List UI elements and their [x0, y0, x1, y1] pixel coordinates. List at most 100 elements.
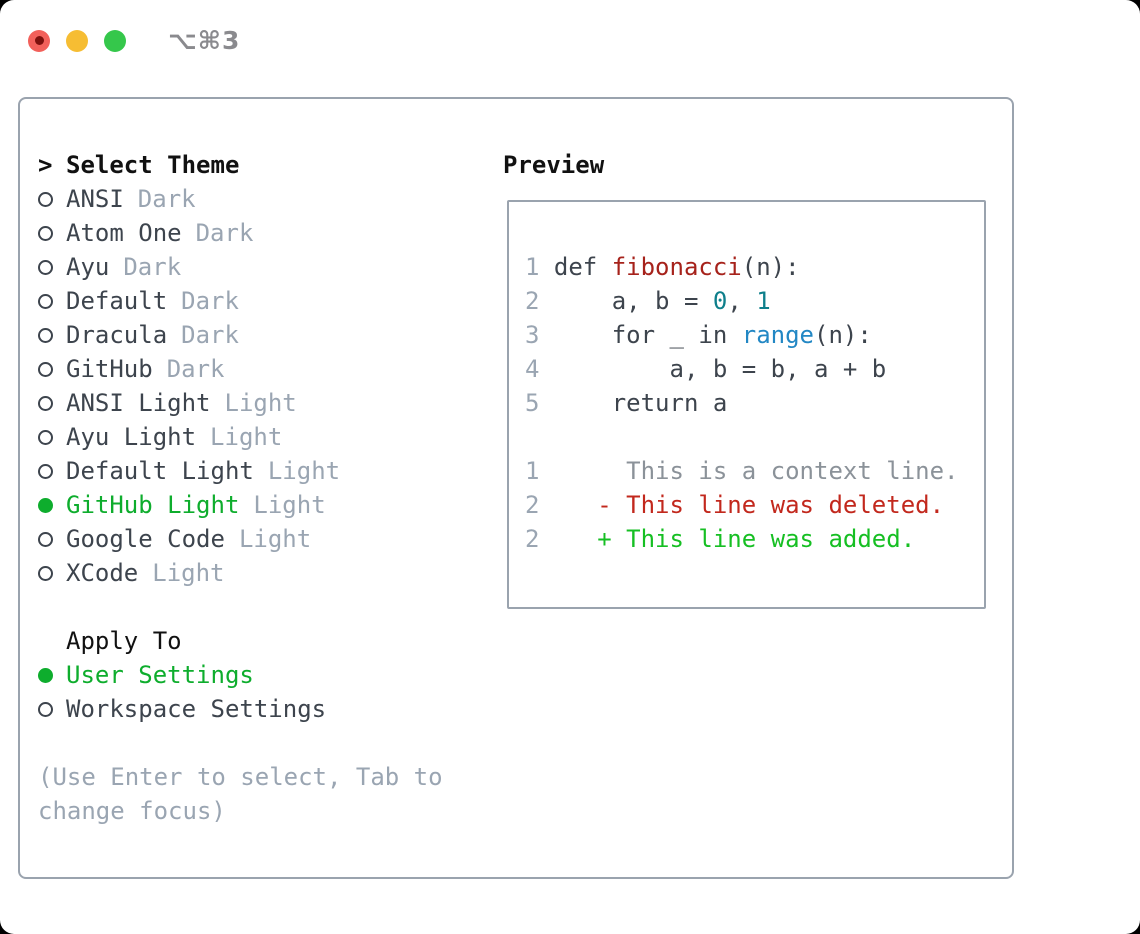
preview-code-line: [525, 420, 984, 454]
option-name: Google Code: [66, 525, 225, 553]
line-number: 1: [525, 253, 540, 281]
help-text-line: (Use Enter to select, Tab to: [38, 763, 443, 791]
option-name: GitHub Light: [66, 491, 240, 519]
theme-option-atom-one[interactable]: Atom One Dark: [38, 216, 443, 250]
apply-option-user-settings[interactable]: User Settings: [38, 658, 443, 692]
theme-option-xcode[interactable]: XCode Light: [38, 556, 443, 590]
code-segment-code: (n):: [814, 321, 872, 349]
radio-icon: [38, 293, 53, 309]
option-variant: Dark: [137, 185, 196, 213]
option-variant: Dark: [181, 287, 239, 315]
line-content: This is a context line.: [539, 457, 958, 485]
line-number: 4: [525, 355, 540, 383]
preview-code-line: 3 for _ in range(n):: [525, 318, 984, 352]
code-segment-func: fibonacci: [611, 253, 742, 281]
prompt-icon: >: [38, 151, 53, 179]
preview-title: Preview: [503, 151, 605, 179]
option-variant: Light: [152, 559, 225, 587]
help-text-line: change focus): [38, 797, 226, 825]
option-variant: Dark: [181, 321, 239, 349]
radio-icon: [38, 191, 53, 207]
code-segment-code: return a: [553, 389, 728, 417]
line-number: 3: [525, 321, 540, 349]
option-name: Default: [66, 287, 168, 315]
code-segment-added: + This line was added.: [553, 525, 916, 553]
preview-code-line: 4 a, b = b, a + b: [525, 352, 984, 386]
line-content: + This line was added.: [539, 525, 915, 553]
select-theme-header: > Select Theme: [38, 148, 443, 182]
preview-code-line: 2 - This line was deleted.: [525, 488, 984, 522]
minimize-button[interactable]: [66, 29, 88, 52]
code-segment-builtin: range: [741, 321, 814, 349]
option-name: Atom One: [66, 219, 182, 247]
code-segment-num: 0: [712, 287, 728, 315]
radio-icon: [38, 531, 53, 547]
close-dot-icon: [34, 36, 44, 45]
theme-option-dracula[interactable]: Dracula Dark: [38, 318, 443, 352]
window-shortcut-label: ⌥⌘3: [168, 26, 241, 55]
code-segment-code: (n):: [741, 253, 800, 281]
spacer: [38, 590, 443, 624]
theme-option-ansi-light[interactable]: ANSI Light Light: [38, 386, 443, 420]
option-variant: Dark: [166, 355, 225, 383]
option-name: GitHub: [66, 355, 153, 383]
option-name: ANSI Light: [66, 389, 211, 417]
preview-code-line: 2 a, b = 0, 1: [525, 284, 984, 318]
preview-code-line: 1 This is a context line.: [525, 454, 984, 488]
theme-option-ayu-light[interactable]: Ayu Light Light: [38, 420, 443, 454]
option-variant: Light: [224, 389, 297, 417]
line-number: 2: [525, 287, 540, 315]
line-number: 5: [525, 389, 540, 417]
radio-icon: [38, 225, 53, 241]
line-content: a, b = b, a + b: [539, 355, 887, 383]
theme-option-default-light[interactable]: Default Light Light: [38, 454, 443, 488]
line-number: 1: [525, 457, 540, 485]
radio-selected-icon: [38, 497, 53, 513]
radio-icon: [38, 395, 53, 411]
apply-to-list: User Settings Workspace Settings: [38, 658, 443, 726]
code-segment-context: This is a context line.: [553, 457, 959, 485]
line-content: def fibonacci(n):: [539, 253, 800, 281]
theme-picker-panel: > Select Theme ANSI Dark Atom One Dark A…: [18, 97, 1014, 879]
option-name: Default Light: [66, 457, 254, 485]
radio-icon: [38, 259, 53, 275]
apply-to-title: Apply To: [66, 627, 182, 655]
option-name: XCode: [66, 559, 139, 587]
titlebar: ⌥⌘3: [28, 26, 240, 55]
radio-icon: [38, 429, 53, 445]
option-name: ANSI: [66, 185, 124, 213]
code-segment-code: a, b = b, a + b: [553, 355, 887, 383]
option-name: Dracula: [66, 321, 168, 349]
option-variant: Dark: [123, 253, 182, 281]
radio-selected-icon: [38, 667, 53, 683]
option-variant: Light: [267, 457, 341, 485]
apply-option-workspace-settings[interactable]: Workspace Settings: [38, 692, 443, 726]
theme-option-ansi[interactable]: ANSI Dark: [38, 182, 443, 216]
theme-option-google-code[interactable]: Google Code Light: [38, 522, 443, 556]
theme-list-column: > Select Theme ANSI Dark Atom One Dark A…: [38, 148, 443, 828]
preview-code-line: 5 return a: [525, 386, 984, 420]
line-number: 2: [525, 525, 540, 553]
radio-icon: [38, 565, 53, 581]
code-segment-deleted: - This line was deleted.: [553, 491, 945, 519]
theme-option-default[interactable]: Default Dark: [38, 284, 443, 318]
marker-spacer: [38, 634, 53, 649]
line-content: for _ in range(n):: [539, 321, 872, 349]
theme-option-ayu[interactable]: Ayu Dark: [38, 250, 443, 284]
line-content: a, b = 0, 1: [539, 287, 771, 315]
theme-option-github-light[interactable]: GitHub Light Light: [38, 488, 443, 522]
option-name: Ayu Light: [66, 423, 197, 451]
help-text: (Use Enter to select, Tab to change focus…: [38, 760, 443, 828]
code-segment-code: for _ in: [553, 321, 742, 349]
line-content: return a: [539, 389, 728, 417]
select-theme-title: Select Theme: [66, 151, 240, 179]
close-button[interactable]: [28, 29, 50, 52]
option-variant: Dark: [195, 219, 254, 247]
theme-option-github[interactable]: GitHub Dark: [38, 352, 443, 386]
theme-list: ANSI Dark Atom One Dark Ayu Dark Default…: [38, 182, 443, 590]
apply-to-header: Apply To: [38, 624, 443, 658]
radio-icon: [38, 463, 53, 479]
zoom-button[interactable]: [104, 29, 126, 52]
